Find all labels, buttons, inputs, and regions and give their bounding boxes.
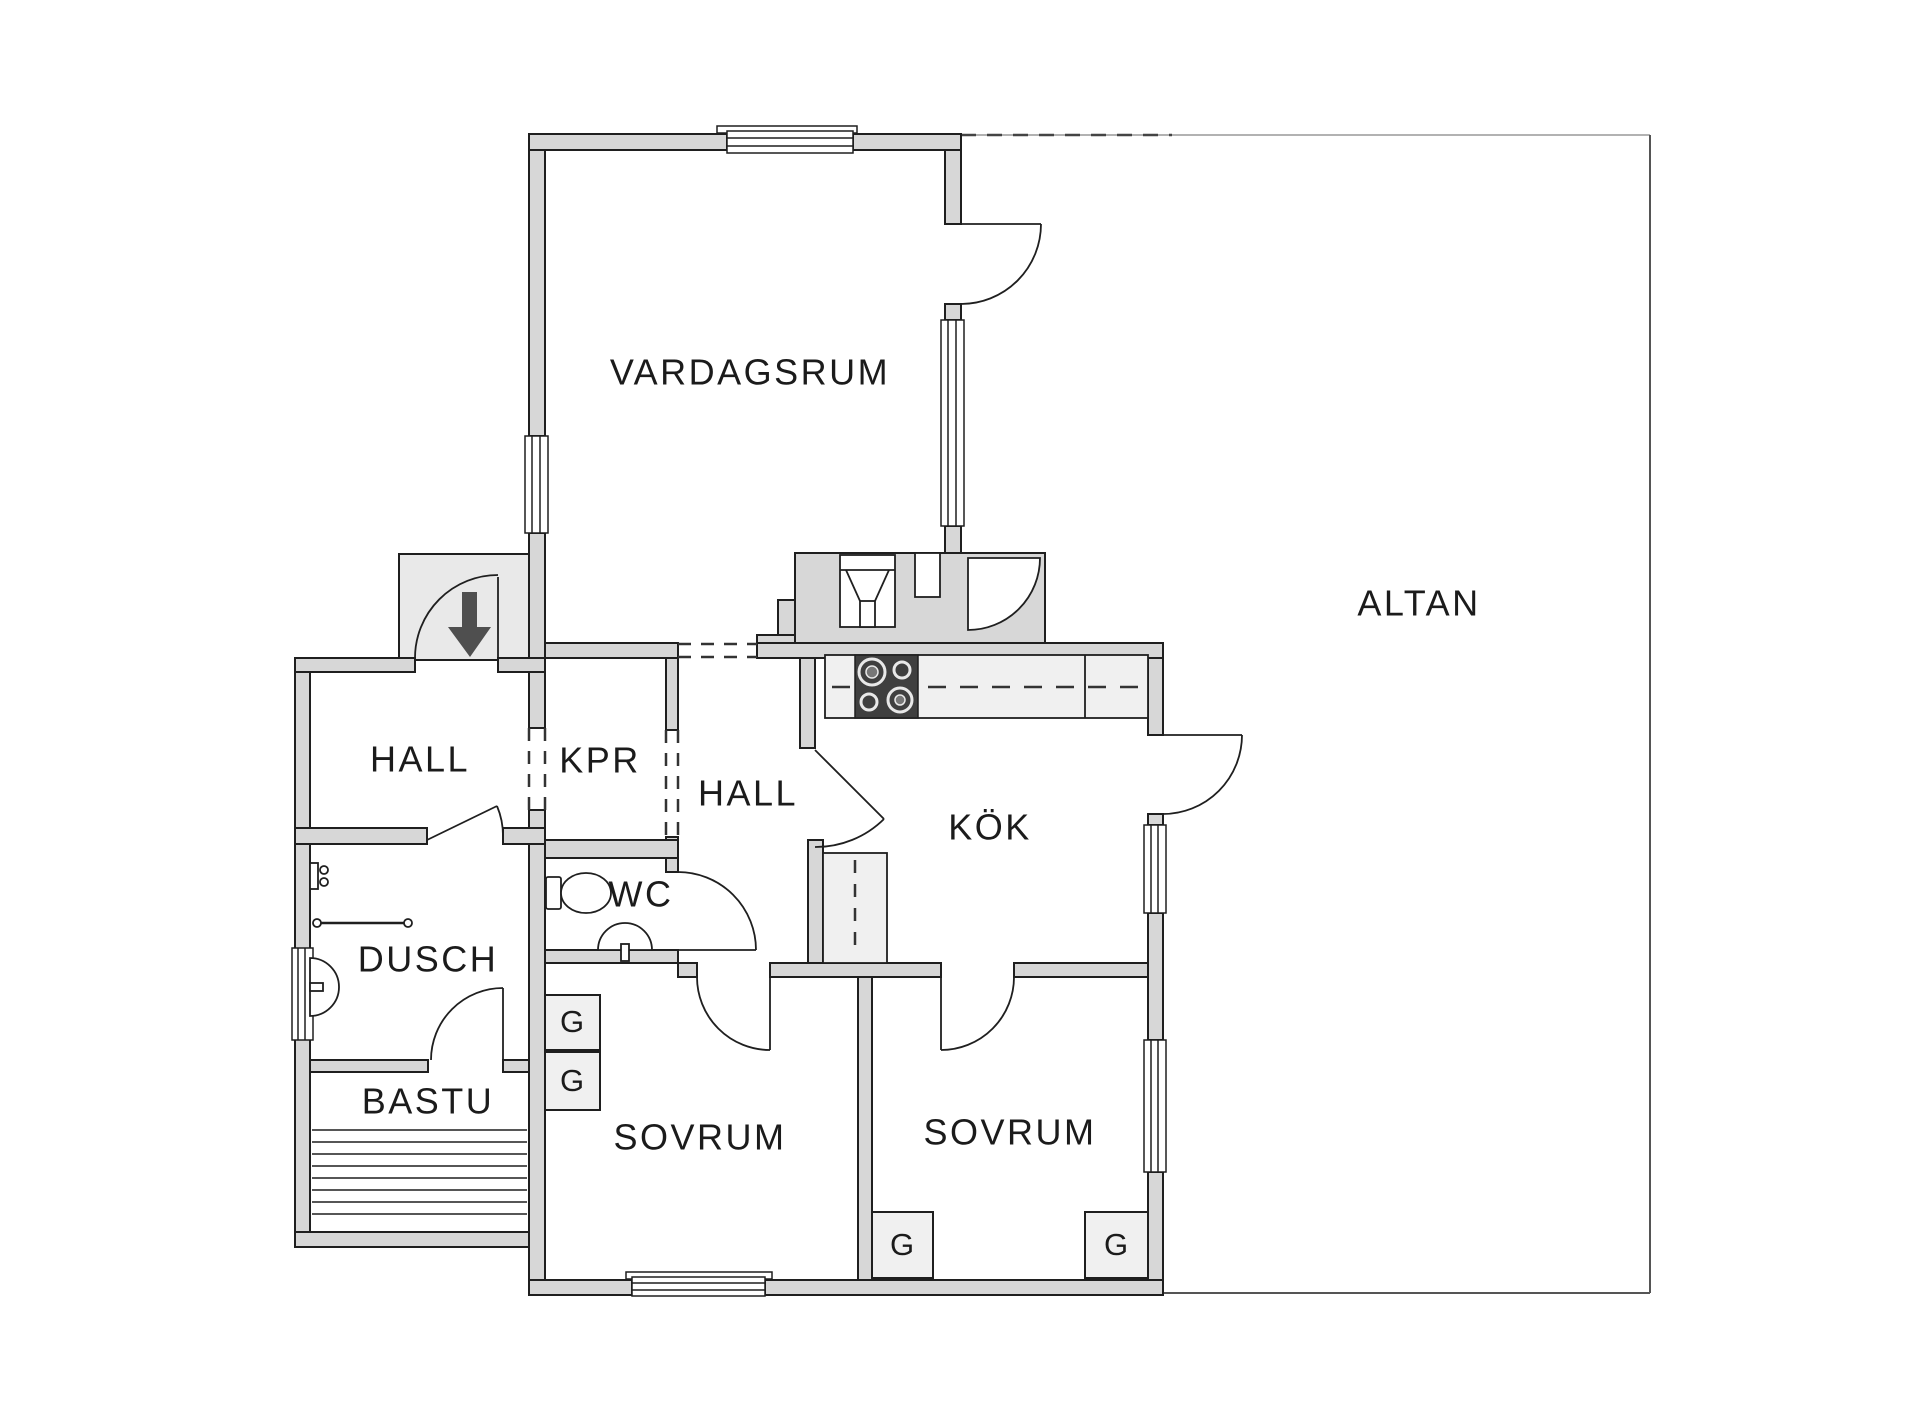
room-label-hall-center: HALL <box>698 773 798 814</box>
wall-sovrum-top-right <box>1013 962 1149 978</box>
door-dusch-bastu <box>430 987 504 1061</box>
window-sovrum-bottom <box>625 1271 773 1297</box>
burner-large-1-center <box>865 665 879 679</box>
wall-wc-bottom <box>544 949 679 964</box>
wall-kok-hall-lower <box>807 839 824 964</box>
room-label-kok: KÖK <box>948 807 1032 848</box>
room-label-hall-entry: HALL <box>370 739 470 780</box>
wall-right-kok-stub <box>1147 813 1164 826</box>
wall-top-right <box>852 133 962 151</box>
wall-left-upper <box>528 149 546 437</box>
entry-arrow-icon <box>448 592 491 657</box>
terrace-altan-outline <box>961 133 1651 1294</box>
wall-right-lower <box>1147 1171 1164 1296</box>
wall-spine-lower <box>528 809 546 1281</box>
wall-kpr-right-upper <box>665 657 679 731</box>
toilet-icon <box>545 872 612 914</box>
burner-large-2-center <box>894 694 906 706</box>
door-vardagsrum-terrace <box>960 223 1042 305</box>
door-wc <box>677 871 757 951</box>
door-sovrum-left <box>696 976 771 1051</box>
wall-hall-bottom-right <box>502 827 546 845</box>
wall-bastu-bottom <box>294 1231 530 1248</box>
fixtures <box>309 862 653 1215</box>
wall-right-kok-upper <box>1147 657 1164 736</box>
sauna-benches-icon <box>312 1129 527 1215</box>
wall-right-vardagsrum-stub1 <box>944 303 962 321</box>
wall-right-vardagsrum-upper <box>944 149 962 225</box>
kitchen-counter <box>824 654 1149 719</box>
window-vardagsrum-right <box>940 319 965 527</box>
window-kok-right <box>1143 824 1167 914</box>
chimney-fireplace-icon <box>839 554 896 628</box>
closet-label-g1: G <box>560 1004 584 1039</box>
wall-sovrum-top-mid <box>769 962 942 978</box>
door-sovrum-right <box>940 976 1015 1051</box>
room-label-sovrum-left: SOVRUM <box>613 1117 786 1158</box>
closet-label-g2: G <box>560 1063 584 1098</box>
four-burner-stove-icon <box>854 654 919 719</box>
vardagsrum-wall-niche <box>914 552 941 598</box>
towel-rail-icon <box>312 918 413 928</box>
wall-kpr-top <box>544 642 679 659</box>
burner-small-1 <box>892 660 912 680</box>
closet-g3 <box>871 1211 934 1279</box>
closet-label-g3: G <box>890 1227 914 1262</box>
door-entry <box>414 574 499 659</box>
room-label-bastu: BASTU <box>362 1081 495 1122</box>
windows <box>291 125 1167 1297</box>
room-label-sovrum-right: SOVRUM <box>923 1112 1096 1153</box>
wall-spine-upper <box>528 671 546 729</box>
wall-hall-top-left <box>294 657 416 673</box>
cabinet-block <box>822 852 888 964</box>
wall-bottom-left <box>528 1279 633 1296</box>
closets <box>544 994 1149 1279</box>
burner-large-1 <box>857 657 887 687</box>
wall-right-mid <box>1147 912 1164 1041</box>
burner-small-2 <box>859 692 879 712</box>
room-label-dusch: DUSCH <box>358 939 499 980</box>
fireplace-flue <box>859 600 876 628</box>
wall-sovrum-divider <box>857 976 873 1281</box>
wall-bastu-top-left <box>309 1059 429 1073</box>
door-kok-terrace <box>1162 734 1243 815</box>
doors <box>414 223 1243 1061</box>
room-label-kpr: KPR <box>559 740 641 781</box>
wall-hall-bottom-left <box>294 827 428 845</box>
closet-g4 <box>1084 1211 1149 1279</box>
room-label-altan: ALTAN <box>1357 583 1480 624</box>
wall-bottom-right <box>764 1279 1164 1296</box>
wall-wc-top <box>544 839 679 859</box>
door-hall-dusch <box>426 805 504 841</box>
wall-bastu-top-right <box>502 1059 530 1073</box>
shower-mixer-icon <box>309 862 329 890</box>
walls <box>294 133 1164 1296</box>
closet-g2 <box>544 1051 601 1111</box>
wall-sovrum-top-stub <box>677 962 698 978</box>
window-sovrum-right <box>1143 1039 1167 1173</box>
burner-large-2 <box>886 686 914 714</box>
wall-top-left <box>528 133 728 151</box>
closet-label-g4: G <box>1104 1227 1128 1262</box>
washbasin-dusch-icon <box>309 957 340 1017</box>
door-swing-nook <box>967 557 1041 631</box>
window-vardagsrum-top <box>716 125 858 154</box>
dashed-openings <box>527 642 757 837</box>
wall-kok-hall-upper <box>799 657 816 749</box>
room-label-vardagsrum: VARDAGSRUM <box>610 352 890 393</box>
wall-left-mid <box>528 532 546 659</box>
washbasin-wc-icon <box>597 922 653 962</box>
window-vardagsrum-left <box>524 435 549 534</box>
closet-g1 <box>544 994 601 1051</box>
fireplace-splay-left <box>845 569 861 602</box>
room-label-wc: WC <box>609 874 674 915</box>
fireplace-splay-right <box>874 569 890 602</box>
door-kok-hall <box>814 749 885 848</box>
wall-chimney-step2 <box>777 599 796 636</box>
wall-hall-top-right <box>497 657 546 673</box>
